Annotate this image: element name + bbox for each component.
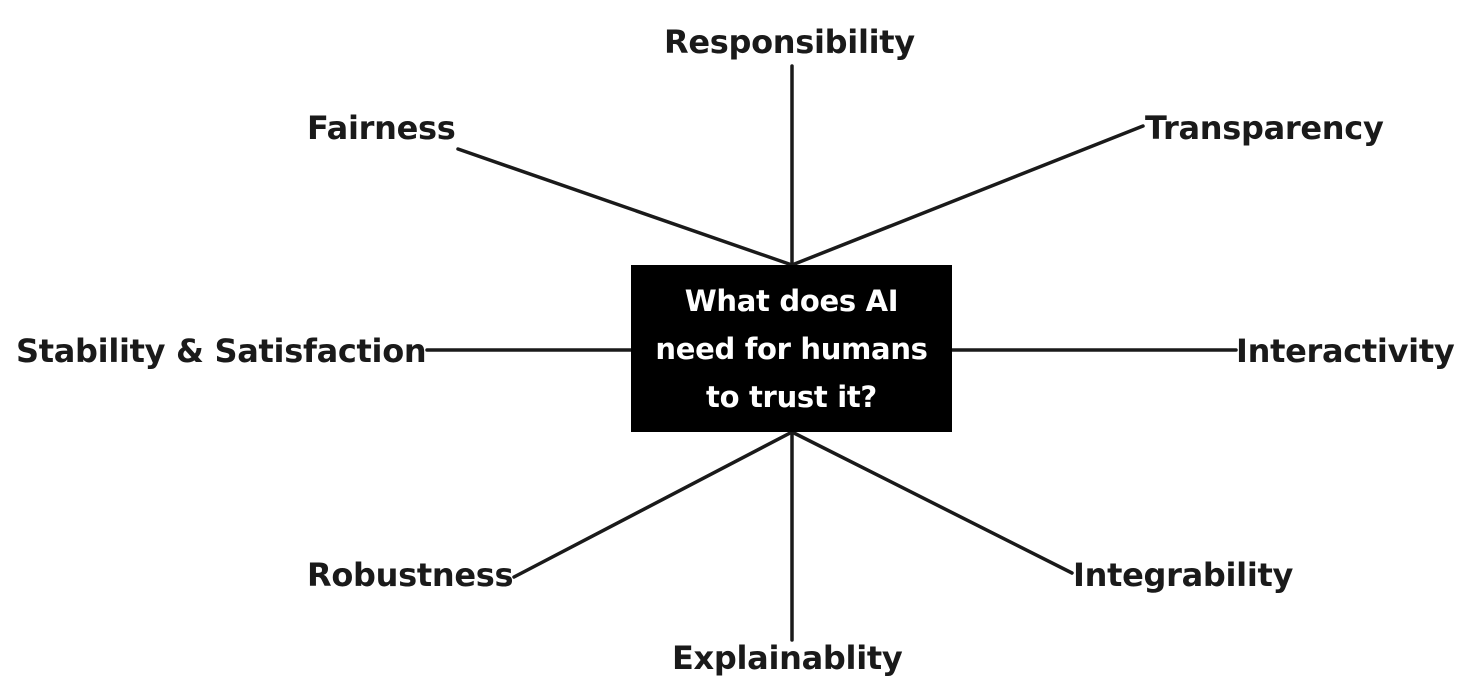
spoke-transparency	[790, 124, 1145, 267]
node-robustness: Robustness	[307, 556, 514, 594]
spoke-integrability	[790, 430, 1074, 575]
central-question-text: What does AI need for humans to trust it…	[655, 283, 928, 414]
node-fairness: Fairness	[307, 109, 456, 147]
node-stability-satisfaction: Stability & Satisfaction	[16, 332, 427, 370]
node-explainability: Explainablity	[672, 639, 903, 677]
central-question-box: What does AI need for humans to trust it…	[631, 265, 952, 432]
spoke-robustness	[512, 430, 794, 579]
spoke-fairness	[456, 147, 794, 267]
node-integrability: Integrability	[1073, 556, 1294, 594]
node-responsibility: Responsibility	[664, 23, 915, 61]
node-transparency: Transparency	[1145, 109, 1384, 147]
node-interactivity: Interactivity	[1236, 332, 1455, 370]
